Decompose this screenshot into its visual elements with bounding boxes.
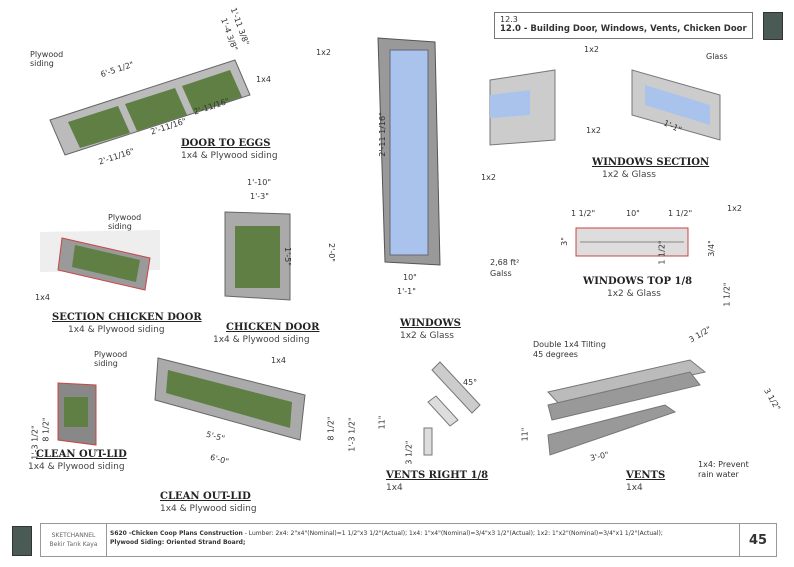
door-to-eggs-drawing (49, 59, 251, 156)
dimension-label: 1 1/2" (668, 209, 693, 218)
windows-drawing (377, 37, 441, 266)
windows-section-drawing (489, 69, 721, 146)
footer-spec: S620 -Chicken Coop Plans Construction - … (107, 524, 740, 556)
callout-label: 1x2 (481, 173, 496, 182)
callout-label: 1x4: Prevent (698, 460, 749, 469)
section-chicken-door-subtitle: 1x4 & Plywood siding (68, 325, 165, 335)
dimension-label: 11" (377, 415, 387, 430)
callout-label: Plywood siding (94, 350, 128, 368)
callout-label: 1x4 (35, 293, 50, 302)
windows-subtitle: 1x2 & Glass (400, 331, 454, 341)
clean-out-lid-title: CLEAN OUT-LID (160, 491, 251, 502)
footer-logo-icon (12, 526, 32, 556)
clean-out-lid-subtitle: 1x4 & Plywood siding (160, 504, 257, 514)
dimension-label: 1 1/2" (722, 282, 732, 307)
page-header: 12.3 12.0 - Building Door, Windows, Vent… (494, 12, 753, 39)
glass-area-label: 2,68 ft² (490, 258, 520, 267)
dimension-label: 8 1/2" (326, 416, 336, 441)
callout-label: Double 1x4 Tilting (533, 340, 606, 349)
dimension-label: 2'-11 1/16" (377, 112, 387, 157)
door-to-eggs-title: DOOR TO EGGS (181, 138, 271, 149)
dimension-label: 10" (626, 209, 640, 218)
clean-out-lid-drawing (154, 357, 306, 441)
dimension-label: 1'-3 1/2" (347, 417, 357, 452)
section-chicken-door-title: SECTION CHICKEN DOOR (52, 312, 202, 323)
lumber-prefix: - Lumber: (242, 530, 276, 537)
page-footer: SKETCHANNEL Bekir Tarık Kaya S620 -Chick… (40, 523, 777, 557)
callout-label: 1x4 (271, 356, 286, 365)
windows-section-title: WINDOWS SECTION (592, 157, 710, 168)
callout-label: Plywood siding (30, 50, 64, 68)
dimension-label: 1'-5" (282, 247, 292, 266)
vents-title: VENTS (626, 470, 666, 481)
windows-title: WINDOWS (400, 318, 461, 329)
dimension-label: 1'-3 1/2" (30, 425, 40, 460)
page-title: 12.0 - Building Door, Windows, Vents, Ch… (500, 24, 747, 34)
windows-top-drawing (575, 227, 689, 257)
dimension-label: 3 1/2" (404, 440, 414, 465)
dimension-label: 1'-1" (397, 287, 416, 296)
dimension-label: 11" (520, 427, 530, 442)
vents-right-subtitle: 1x4 (386, 483, 403, 493)
door-to-eggs-subtitle: 1x4 & Plywood siding (181, 151, 278, 161)
chicken-door-title: CHICKEN DOOR (226, 322, 320, 333)
vents-drawing (547, 359, 707, 456)
logo-icon (763, 12, 783, 40)
page-number: 45 (748, 532, 768, 548)
callout-label: 1x4 (256, 75, 271, 84)
dimension-label: 1'-3" (250, 192, 269, 201)
dimension-label: 3" (559, 237, 569, 246)
callout-label: 45 degrees (533, 350, 578, 359)
dimension-label: 1 1/2" (657, 240, 667, 265)
footer-credits: SKETCHANNEL Bekir Tarık Kaya (41, 524, 107, 556)
glass-label: Galss (490, 269, 512, 278)
chicken-door-subtitle: 1x4 & Plywood siding (213, 335, 310, 345)
plywood-spec: Plywood Siding: Oriented Strand Board; (110, 539, 246, 546)
dimension-label: 3/4" (706, 240, 716, 257)
windows-top-subtitle: 1x2 & Glass (607, 289, 661, 299)
dimension-label: 1'-10" (247, 178, 272, 187)
callout-label: rain water (698, 470, 739, 479)
callout-label: 1x2 (727, 204, 742, 213)
plan-title: S620 -Chicken Coop Plans Construction (110, 530, 243, 537)
callout-label: 1x2 (584, 45, 599, 54)
windows-top-title: WINDOWS TOP 1/8 (583, 276, 693, 287)
windows-section-subtitle: 1x2 & Glass (602, 170, 656, 180)
dimension-label: 2'-0" (326, 243, 336, 262)
dimension-label: 8 1/2" (41, 417, 51, 442)
chicken-door-drawing (224, 211, 291, 301)
clean-out-lid-small-subtitle: 1x4 & Plywood siding (28, 462, 125, 472)
vents-subtitle: 1x4 (626, 483, 643, 493)
dimension-label: 1 1/2" (571, 209, 596, 218)
dimension-label: 10" (403, 273, 417, 282)
clean-out-lid-small-title: CLEAN OUT-LID (36, 449, 127, 460)
section-chicken-door-drawing (40, 230, 160, 291)
vents-right-title: VENTS RIGHT 1/8 (386, 470, 489, 481)
callout-label: 1x2 (316, 48, 331, 57)
callout-label: Glass (706, 52, 728, 61)
vents-right-drawing (423, 361, 481, 456)
angle-label: 45° (463, 378, 478, 387)
clean-out-lid-small-drawing (57, 382, 97, 446)
section-number: 12.3 (500, 15, 518, 24)
channel-name: SKETCHANNEL (51, 532, 96, 539)
callout-label: Plywood siding (108, 213, 142, 231)
lumber-spec: 2x4: 2"x4"(Nominal)=1 1/2"x3 1/2"(Actual… (275, 530, 663, 537)
callout-label: 1x2 (586, 126, 601, 135)
author-name: Bekir Tarık Kaya (49, 541, 98, 548)
